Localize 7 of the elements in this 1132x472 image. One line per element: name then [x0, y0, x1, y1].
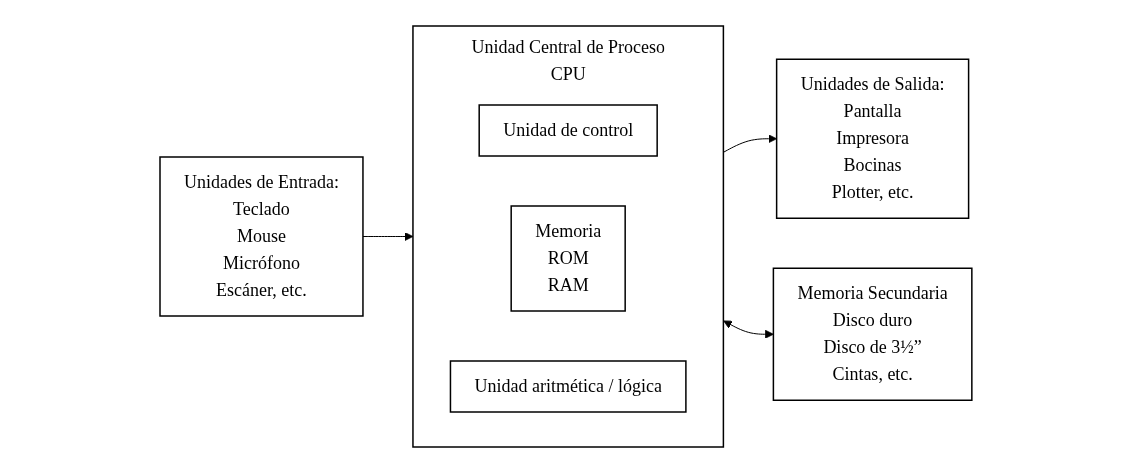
node-box: Unidad aritmética / lógica — [449, 359, 687, 413]
node-box: Memoria ROM RAM — [510, 204, 626, 312]
node-box: Unidades de Salida: Pantalla Impresora Bocinas Plotter, etc. — [775, 58, 970, 219]
node-box: Unidad de control — [478, 103, 658, 157]
node-box: Unidades de Entrada: Teclado Mouse Micrófono Escáner, etc. — [159, 155, 364, 317]
node-box: Memoria Secundaria Disco duro Disco de 3½” Cintas, etc. — [772, 267, 973, 401]
arrow — [723, 320, 774, 339]
